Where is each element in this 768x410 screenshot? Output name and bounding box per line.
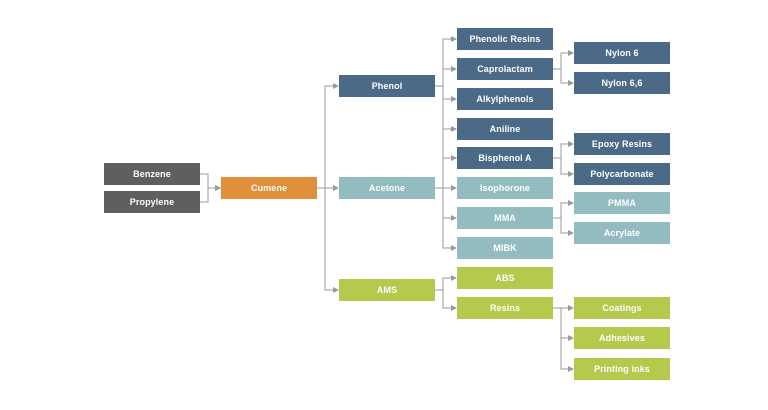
node-printing-inks: Printing inks (574, 358, 670, 380)
connector-phenol-caprolactam (435, 66, 457, 87)
node-resins: Resins (457, 297, 553, 319)
connector-mma-pmma (553, 200, 574, 219)
connector-caprolactam-nylon6 (553, 50, 574, 70)
node-caprolactam: Caprolactam (457, 58, 553, 80)
connector-propylene-cumene (200, 185, 221, 203)
node-cumene: Cumene (221, 177, 317, 199)
node-adhesives: Adhesives (574, 327, 670, 349)
node-bisphenol-a: Bisphenol A (457, 147, 553, 169)
connector-acetone-bisphenol_a (435, 155, 457, 189)
node-phenolic-resins: Phenolic Resins (457, 28, 553, 50)
node-alkylphenols: Alkylphenols (457, 88, 553, 110)
node-nylon-6-6: Nylon 6,6 (574, 72, 670, 94)
connector-benzene-cumene (200, 173, 221, 191)
connector-bisphenol_a-epoxy_resins (553, 141, 574, 159)
connector-acetone-mibk (435, 187, 457, 251)
node-acetone: Acetone (339, 177, 435, 199)
connector-bisphenol_a-polycarbonate (553, 157, 574, 177)
connector-resins-printing_inks (553, 307, 574, 372)
connector-resins-adhesives (553, 307, 574, 341)
node-mibk: MIBK (457, 237, 553, 259)
connector-acetone-mma (435, 187, 457, 221)
node-coatings: Coatings (574, 297, 670, 319)
connector-cumene-ams (317, 187, 339, 293)
node-nylon-6: Nylon 6 (574, 42, 670, 64)
connector-phenol-alkylphenols (435, 85, 457, 102)
node-aniline: Aniline (457, 118, 553, 140)
connector-ams-resins (435, 289, 457, 311)
node-pmma: PMMA (574, 192, 670, 214)
node-polycarbonate: Polycarbonate (574, 163, 670, 185)
connector-ams-abs (435, 275, 457, 291)
node-acrylate: Acrylate (574, 222, 670, 244)
node-benzene: Benzene (104, 163, 200, 185)
connector-mma-acrylate (553, 217, 574, 236)
connector-phenol-phenolic_resins (435, 36, 457, 87)
connector-cumene-phenol (317, 83, 339, 189)
connector-caprolactam-nylon66 (553, 68, 574, 86)
node-epoxy-resins: Epoxy Resins (574, 133, 670, 155)
node-phenol: Phenol (339, 75, 435, 97)
node-mma: MMA (457, 207, 553, 229)
node-abs: ABS (457, 267, 553, 289)
connector-phenol-bisphenol_a (435, 85, 457, 161)
node-isophorone: Isophorone (457, 177, 553, 199)
node-propylene: Propylene (104, 191, 200, 213)
node-ams: AMS (339, 279, 435, 301)
connector-phenol-aniline (435, 85, 457, 132)
